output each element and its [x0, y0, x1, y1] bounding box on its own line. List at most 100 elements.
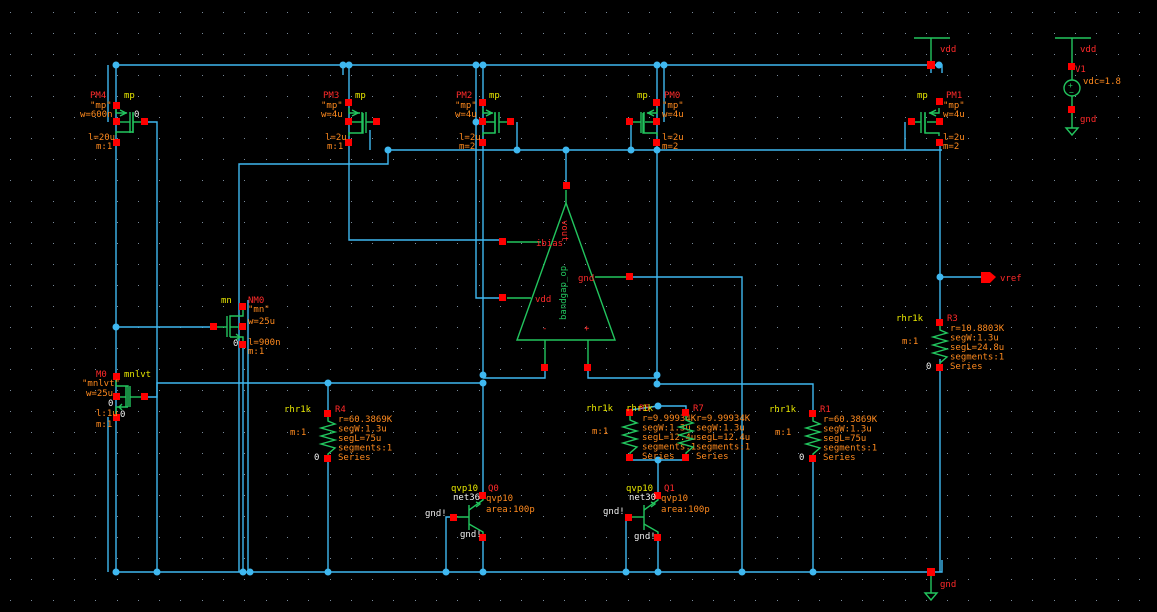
pmos-2-w-label: w=4u — [455, 110, 477, 120]
opamp-pins-vout-label: vout — [559, 220, 569, 242]
resistor-3-label: segments:1 — [696, 443, 750, 453]
pmos-0-l-label: l=20u — [88, 133, 115, 143]
vref-label: vref — [1000, 274, 1022, 284]
resistor-body-label: 0 — [314, 453, 319, 463]
resistor-name-label: R4 — [335, 405, 346, 415]
instance-name: V1 — [1075, 65, 1086, 75]
opamp-bandgap_op[interactable]: vout ibias vdd gnd - + bandgap_op — [499, 182, 633, 371]
nmos-NM0[interactable]: mn NM0 "mn" w=25u l=900n m:1 0 — [210, 296, 281, 357]
pmos-0-w-label: w=600n — [80, 110, 113, 120]
pmos-0-name-label: PM4 — [90, 91, 106, 101]
wire-gnd-rail[interactable] — [116, 560, 943, 573]
pmos-1-l-label: l=2u — [325, 133, 347, 143]
vref-output-pin[interactable]: vref — [981, 272, 1022, 284]
pmos-PM1[interactable]: PM1 mp "mp" w=4u l=2u m=2 — [908, 91, 965, 152]
bjt-Q0[interactable]: qvp10 Q0 net36 qvp10 area:100p gnd! gnd! — [425, 484, 535, 541]
wires — [107, 64, 981, 573]
pmos-3-name-label: PM0 — [664, 91, 680, 101]
bjts-1-net-label: net30 — [629, 493, 656, 503]
grid-dots — [10, 12, 1140, 601]
nmos-1-l-label: l:1u — [96, 409, 118, 419]
pmos-1-m-label: m:1 — [327, 142, 343, 152]
resistor-4-label: Series — [696, 452, 729, 462]
pmos-3-w-label: w=4u — [662, 110, 684, 120]
pmos-3-cell-label: mp — [637, 91, 648, 101]
gnd-symbol[interactable]: gnd — [923, 568, 956, 602]
pmos-2-l-label: l=2u — [459, 133, 481, 143]
bjt-Q1[interactable]: qvp10 Q1 net30 qvp10 area:100p gnd! gnd! — [603, 484, 710, 542]
bjts-1-area-label: area:100p — [661, 505, 710, 515]
resistor-m-label: m:1 — [290, 428, 306, 438]
resistor-R7[interactable]: rhr1k R7r=9.99934KsegW:1.3usegL=12.4usegm… — [626, 404, 751, 462]
resistor-m-label: m:1 — [775, 428, 791, 438]
pmos-4-name-label: PM1 — [946, 91, 962, 101]
resistor-2-label: segL=12.4u — [696, 433, 750, 443]
resistor-cell-label: rhr1k — [586, 404, 614, 414]
resistor-m-label: m:1 — [902, 337, 918, 347]
pmos-PM2[interactable]: PM2 mp "mp" w=4u l=2u m=2 — [455, 91, 514, 152]
resistor-2-label: segL=75u — [338, 434, 381, 444]
source-bottom-label: gnd — [1080, 115, 1096, 125]
pmos-PM0[interactable]: PM0 mp "mp" w=4u l=2u m=2 — [626, 91, 684, 152]
junction-dots — [112, 61, 944, 576]
bjts-0-base-label: gnd! — [425, 509, 447, 519]
pmos-3-m-label: m=2 — [662, 142, 678, 152]
resistor-1-label: segW:1.3u — [696, 424, 745, 434]
gnd-label: gnd — [940, 580, 956, 590]
nmos-M0[interactable]: M0 mnlvt "mnlvt" w=25u l:1u m:1 0 0 — [82, 370, 151, 430]
nmos-1-cell-label: mnlvt — [124, 370, 151, 380]
resistor-name-label: R1 — [820, 405, 831, 415]
bjts-0-name-label: Q0 — [488, 484, 499, 494]
bjts-1-name-label: Q1 — [664, 484, 675, 494]
resistor-name-label: R5 — [639, 404, 650, 414]
resistor-cell-label: rhr1k — [284, 405, 312, 415]
resistor-1-label: segW:1.3u — [950, 334, 999, 344]
resistor-3-label: segments:1 — [642, 443, 696, 453]
voltage-source-V1[interactable]: + − vdd V1 vdc=1.8 gnd — [1055, 37, 1121, 137]
opamp-pins-plus-label: + — [584, 324, 590, 334]
pmos-4-l-label: l=2u — [943, 133, 965, 143]
resistor-name-label: R7 — [693, 404, 704, 414]
pmos-2-cell-label: mp — [489, 91, 500, 101]
resistor-cell-label: rhr1k — [626, 404, 654, 414]
resistor-2-label: segL=24.8u — [950, 343, 1004, 353]
pmos-2-name-label: PM2 — [456, 91, 472, 101]
nmos-0-model-label: "mn" — [248, 305, 270, 315]
nmos-1-name-label: M0 — [96, 370, 107, 380]
resistor-0-label: r=9.99934K — [696, 414, 751, 424]
pmos-0-body-label: 0 — [134, 110, 139, 120]
resistor-cell-label: rhr1k — [769, 405, 797, 415]
resistor-0-label: r=60.3869K — [338, 415, 393, 425]
bjts-0-net-label: net36 — [453, 493, 480, 503]
pmos-3-l-label: l=2u — [662, 133, 684, 143]
resistor-2-label: segL=12.4u — [642, 433, 696, 443]
nmos-1-model-label: "mnlvt" — [82, 379, 120, 389]
nmos-1-body-label: 0 — [120, 410, 125, 420]
nmos-0-l-label: l=900n — [248, 338, 281, 348]
resistor-4-label: Series — [950, 362, 983, 372]
bjts-1-collector-label: gnd! — [634, 532, 656, 542]
nmos-1-m-label: m:1 — [96, 420, 112, 430]
resistor-m-label: m:1 — [592, 427, 608, 437]
bjts-1-base-label: gnd! — [603, 507, 625, 517]
pmos-PM3[interactable]: PM3 mp "mp" w=4u l=2u m:1 — [321, 91, 380, 152]
opamp-pins-minus-label: - — [542, 324, 547, 334]
opamp-pins-gnd-label: gnd — [578, 274, 594, 284]
resistor-4-label: Series — [823, 453, 856, 463]
resistor-3-label: segments:1 — [338, 444, 392, 454]
svg-text:−: − — [1069, 88, 1074, 97]
bjts-0-cell-label: qvp10 — [451, 484, 478, 494]
nmos-0-name-label: NM0 — [248, 296, 264, 306]
pmos-PM4[interactable]: PM4 mp "mp" w=600n l=20u m:1 0 — [80, 91, 148, 152]
pmos-4-w-label: w=4u — [943, 110, 965, 120]
opamp-pins-vdd-label: vdd — [535, 295, 551, 305]
nmos-0-cell-label: mn — [221, 296, 232, 306]
svg-text:+: + — [1068, 81, 1073, 90]
vdd-symbol[interactable]: vdd — [914, 37, 956, 69]
